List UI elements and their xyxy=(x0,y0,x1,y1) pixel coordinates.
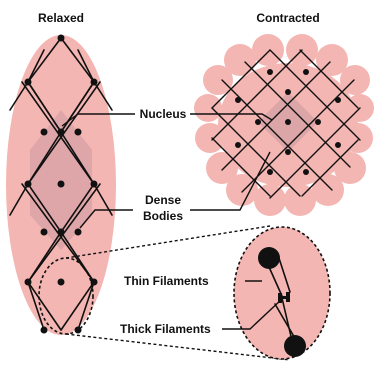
label-nucleus: Nucleus xyxy=(140,107,187,121)
dense-body xyxy=(303,169,309,175)
title-contracted: Contracted xyxy=(256,11,319,25)
dense-body xyxy=(255,119,261,125)
dense-body xyxy=(267,169,273,175)
label-bodies: Bodies xyxy=(143,209,183,223)
relaxed-cell xyxy=(6,35,116,336)
contracted-cell xyxy=(194,34,374,216)
dense-body xyxy=(91,79,98,86)
dense-body xyxy=(25,79,32,86)
dense-body xyxy=(58,35,65,42)
dense-body xyxy=(235,142,241,148)
dense-body xyxy=(58,181,65,188)
dense-body xyxy=(335,97,341,103)
label-thin-filaments: Thin Filaments xyxy=(124,274,209,288)
dense-body xyxy=(235,97,241,103)
dense-body xyxy=(25,279,32,286)
dense-body xyxy=(25,181,32,188)
dense-body xyxy=(75,229,82,236)
dense-body xyxy=(58,279,65,286)
label-dense: Dense xyxy=(145,193,181,207)
dense-body xyxy=(285,149,291,155)
dense-body xyxy=(315,119,321,125)
dense-body xyxy=(267,69,273,75)
dense-body xyxy=(285,89,291,95)
zoom-dense-body-top xyxy=(258,247,280,269)
dense-body xyxy=(41,129,48,136)
label-thick-filaments: Thick Filaments xyxy=(120,322,211,336)
dense-body xyxy=(303,69,309,75)
dense-body xyxy=(58,229,65,236)
dense-body xyxy=(41,229,48,236)
dense-body xyxy=(285,119,291,125)
dense-body xyxy=(91,181,98,188)
title-relaxed: Relaxed xyxy=(38,11,84,25)
dense-body xyxy=(41,327,48,334)
dense-body xyxy=(335,142,341,148)
zoom-dense-body-bottom xyxy=(284,335,306,357)
dense-body xyxy=(75,129,82,136)
dense-body xyxy=(58,129,65,136)
